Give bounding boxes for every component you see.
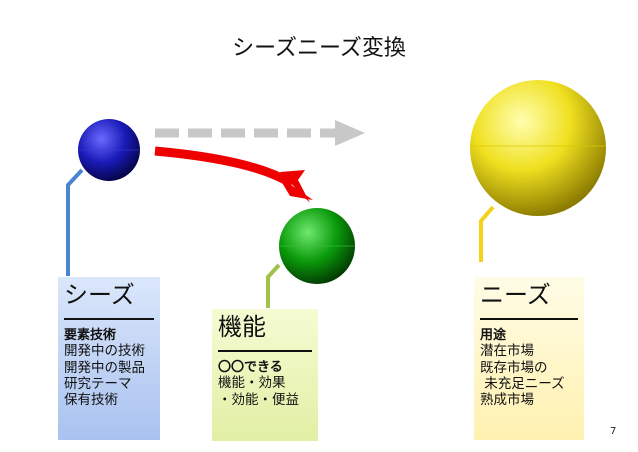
seeds-divider — [64, 317, 154, 320]
function-item: 機能・効果 — [218, 375, 286, 392]
seeds-item: 研究テーマ — [64, 375, 132, 392]
seeds-item: 開発中の技術 — [64, 343, 145, 360]
needs-item: 既存市場の — [480, 359, 548, 376]
red-curved-arrow — [154, 146, 313, 203]
seeds-sphere — [78, 119, 140, 181]
seeds-item: 保有技術 — [64, 391, 118, 408]
seeds-item: 開発中の製品 — [64, 359, 145, 376]
needs-heading: ニーズ — [480, 281, 551, 309]
function-subheading: 〇〇できる — [218, 359, 283, 375]
function-card: 機能 〇〇できる 機能・効果 ・効能・便益 — [212, 309, 318, 441]
needs-sphere — [470, 80, 606, 216]
needs-item: 潜在市場 — [480, 343, 534, 360]
needs-divider — [480, 317, 578, 320]
needs-card: ニーズ 用途 潜在市場 既存市場の 未充足ニーズ 熟成市場 — [474, 277, 584, 440]
seeds-subheading: 要素技術 — [64, 327, 117, 343]
function-item: ・効能・便益 — [218, 391, 299, 408]
needs-subheading: 用途 — [480, 327, 507, 343]
seeds-heading: シーズ — [64, 281, 135, 309]
needs-leader-line — [479, 205, 495, 262]
function-sphere — [279, 208, 355, 284]
needs-item: 未充足ニーズ — [480, 375, 565, 392]
function-divider — [218, 349, 312, 352]
slide-title: シーズニーズ変換 — [232, 36, 406, 61]
needs-item: 熟成市場 — [480, 391, 534, 408]
seeds-card: シーズ 要素技術 開発中の技術 開発中の製品 研究テーマ 保有技術 — [58, 277, 160, 440]
seeds-leader-line — [66, 168, 84, 276]
page-number: 7 — [610, 426, 617, 437]
function-heading: 機能 — [218, 313, 266, 341]
dashed-arrow — [155, 120, 365, 146]
function-leader-line — [266, 263, 281, 308]
